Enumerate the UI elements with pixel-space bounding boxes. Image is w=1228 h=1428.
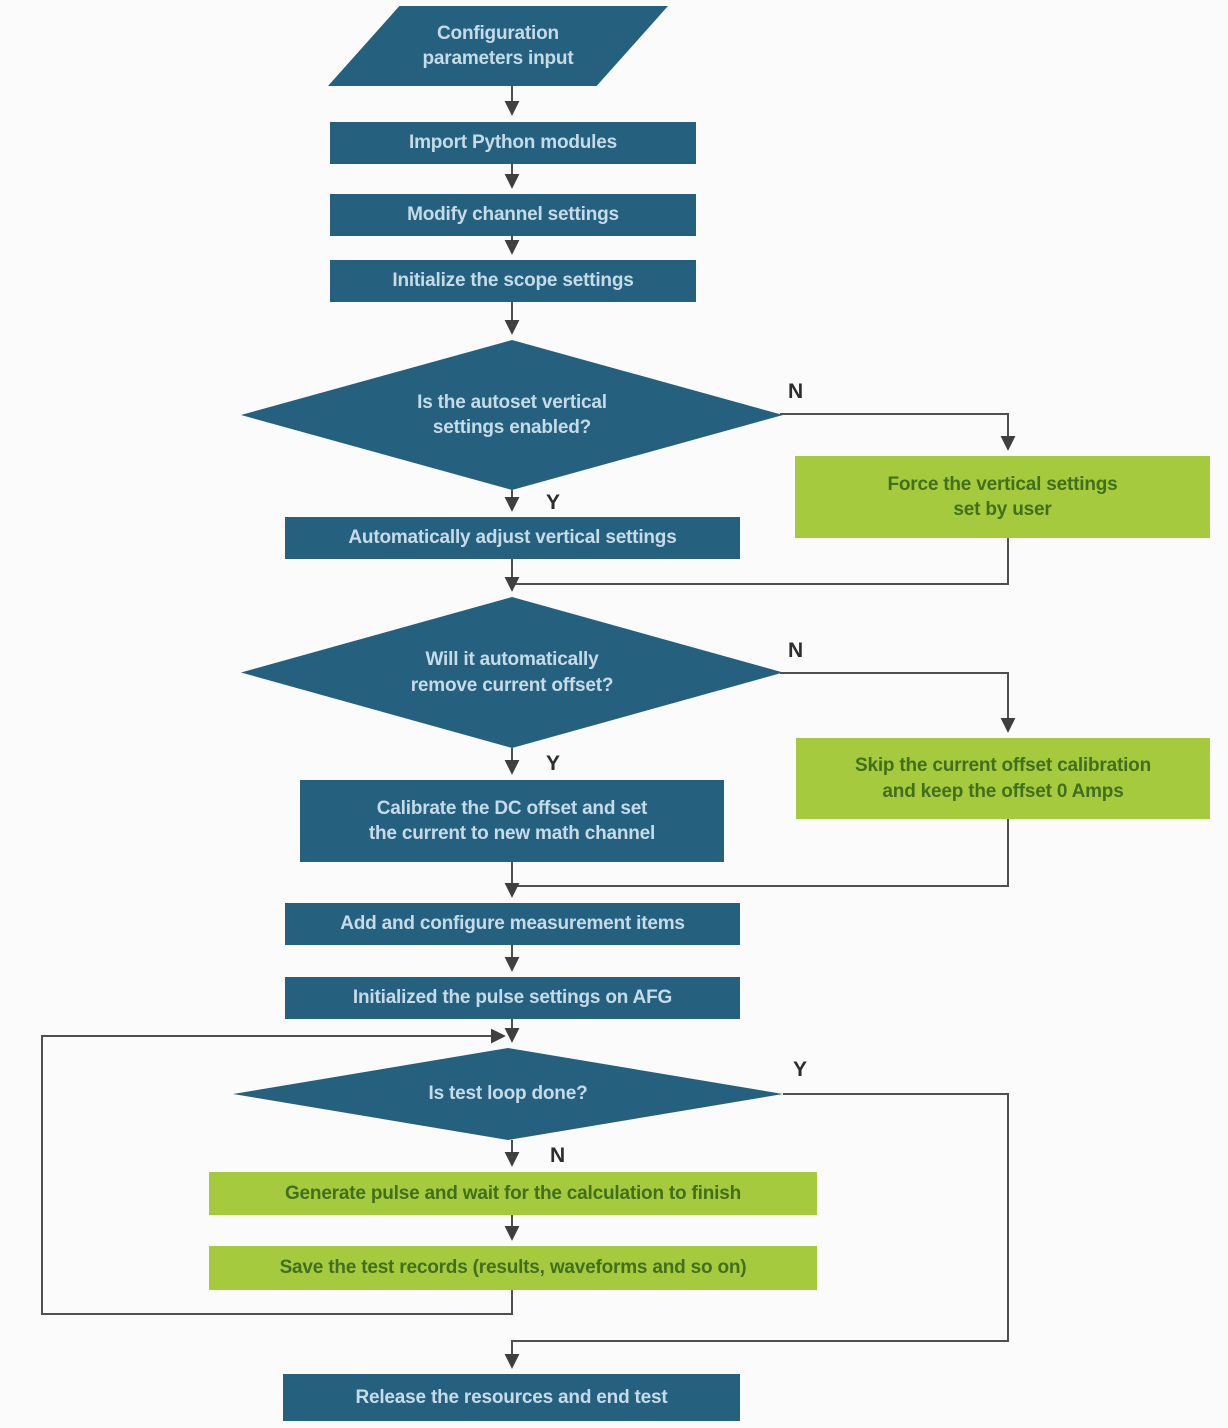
node-label: Initialized the pulse settings on AFG [352, 987, 673, 1009]
step-modify-channel-settings: Modify channel settings [330, 194, 696, 236]
step-init-pulse-afg: Initialized the pulse settings on AFG [285, 977, 740, 1019]
step-force-vertical-settings: Force the vertical settings set by user [795, 456, 1210, 538]
node-label: Skip the current offset calibration and … [855, 755, 1151, 802]
branch-label-autoset-yes: Y [546, 491, 561, 514]
node-label: Calibrate the DC offset and set the curr… [368, 797, 656, 844]
node-label: Modify channel settings [407, 204, 619, 226]
step-initialize-scope-settings: Initialize the scope settings [330, 260, 696, 302]
node-label: Is the autoset vertical settings enabled… [417, 391, 607, 438]
node-label: Will it automatically remove current off… [410, 649, 614, 696]
branch-label-offset-yes: Y [546, 752, 561, 775]
node-label: Initialize the scope settings [392, 270, 634, 292]
branch-label-autoset-no: N [788, 380, 804, 403]
branch-label-offset-no: N [788, 639, 804, 662]
node-label: Generate pulse and wait for the calculat… [284, 1182, 742, 1204]
step-auto-adjust-vertical: Automatically adjust vertical settings [285, 517, 740, 559]
node-label: Release the resources and end test [355, 1386, 668, 1408]
node-label: Is test loop done? [428, 1083, 588, 1105]
step-save-test-records: Save the test records (results, waveform… [209, 1246, 817, 1290]
step-release-resources: Release the resources and end test [283, 1374, 740, 1421]
step-generate-pulse: Generate pulse and wait for the calculat… [209, 1172, 817, 1215]
step-skip-offset-calibration: Skip the current offset calibration and … [796, 738, 1210, 819]
node-label: Automatically adjust vertical settings [348, 527, 677, 549]
node-label: Force the vertical settings set by user [887, 473, 1118, 520]
branch-label-loop-yes: Y [793, 1058, 808, 1081]
node-label: Save the test records (results, waveform… [279, 1257, 747, 1279]
node-label: Import Python modules [409, 132, 617, 154]
branch-label-loop-no: N [550, 1144, 566, 1167]
step-calibrate-dc-offset: Calibrate the DC offset and set the curr… [300, 780, 724, 862]
step-import-python-modules: Import Python modules [330, 122, 696, 164]
step-add-measurement-items: Add and configure measurement items [285, 903, 740, 945]
node-label: Add and configure measurement items [340, 913, 685, 935]
node-label: Configuration parameters input [422, 22, 574, 69]
